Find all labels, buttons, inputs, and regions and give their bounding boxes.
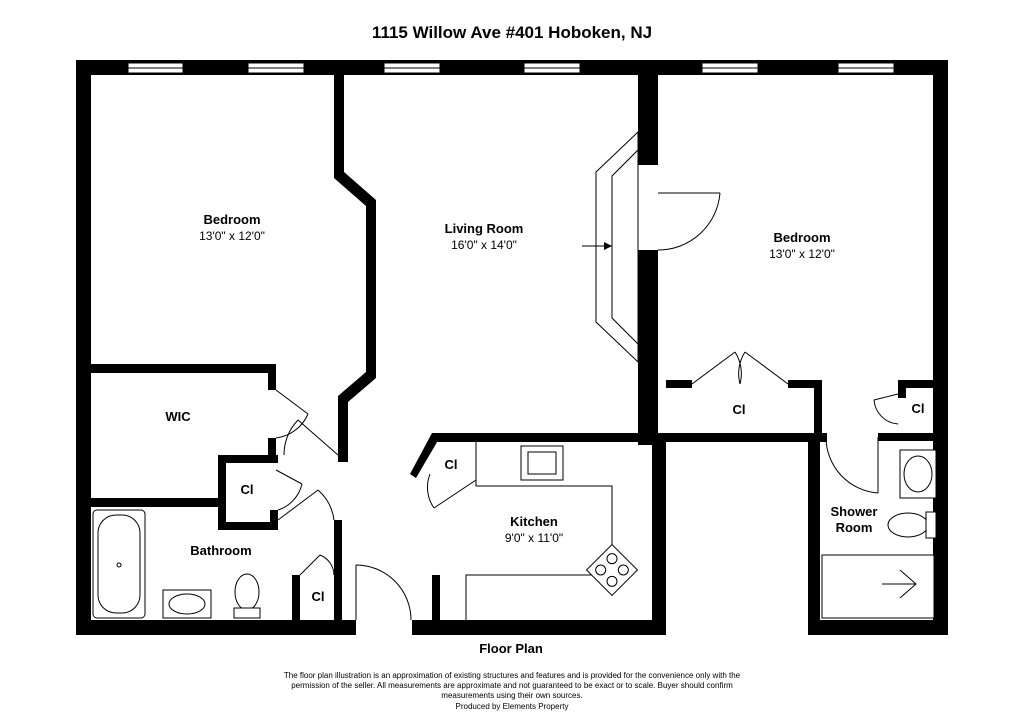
windows: [127, 62, 895, 74]
room-labels: Bedroom 13'0" x 12'0" Living Room 16'0" …: [165, 212, 924, 604]
room-kitchen-dims: 9'0" x 11'0": [505, 531, 563, 545]
kitchen-fixtures: [465, 442, 639, 620]
room-closet-bedroom-name: Cl: [733, 402, 746, 417]
shower-fixtures: [821, 449, 937, 619]
room-shower-room-line1: Shower: [831, 504, 878, 519]
interior-walls: [91, 75, 938, 635]
room-living-room-dims: 16'0" x 14'0": [451, 238, 517, 252]
disclaimer-line-3: measurements using their own sources.: [441, 691, 582, 700]
shower-toilet-icon: [887, 511, 937, 539]
room-closet-shower-name: Cl: [912, 401, 925, 416]
room-bedroom-left-dims: 13'0" x 12'0": [199, 229, 265, 243]
doors: [275, 192, 899, 621]
room-closet-kitchen-name: Cl: [445, 457, 458, 472]
room-bedroom-right-name: Bedroom: [773, 230, 830, 245]
room-closet-hall-name: Cl: [241, 482, 254, 497]
room-closet-bath-name: Cl: [312, 589, 325, 604]
room-shower-room-line2: Room: [836, 520, 873, 535]
disclaimer-line-4: Produced by Elements Property: [456, 702, 569, 711]
page-title: 1115 Willow Ave #401 Hoboken, NJ: [372, 23, 652, 42]
shower-stall-icon: [821, 554, 935, 619]
bay-window: [582, 130, 639, 364]
disclaimer-line-2: permission of the seller. All measuremen…: [291, 681, 733, 690]
room-wic-name: WIC: [165, 409, 191, 424]
stove-icon: [585, 543, 639, 597]
room-kitchen-name: Kitchen: [510, 514, 558, 529]
disclaimer: The floor plan illustration is an approx…: [284, 671, 741, 711]
room-bedroom-left-name: Bedroom: [203, 212, 260, 227]
room-living-room-name: Living Room: [445, 221, 524, 236]
room-bathroom-name: Bathroom: [190, 543, 251, 558]
floor-plan-label: Floor Plan: [479, 641, 543, 656]
bathroom-fixtures: [92, 509, 261, 619]
room-bedroom-right-dims: 13'0" x 12'0": [769, 247, 835, 261]
toilet-icon: [233, 573, 261, 619]
disclaimer-line-1: The floor plan illustration is an approx…: [284, 671, 741, 680]
